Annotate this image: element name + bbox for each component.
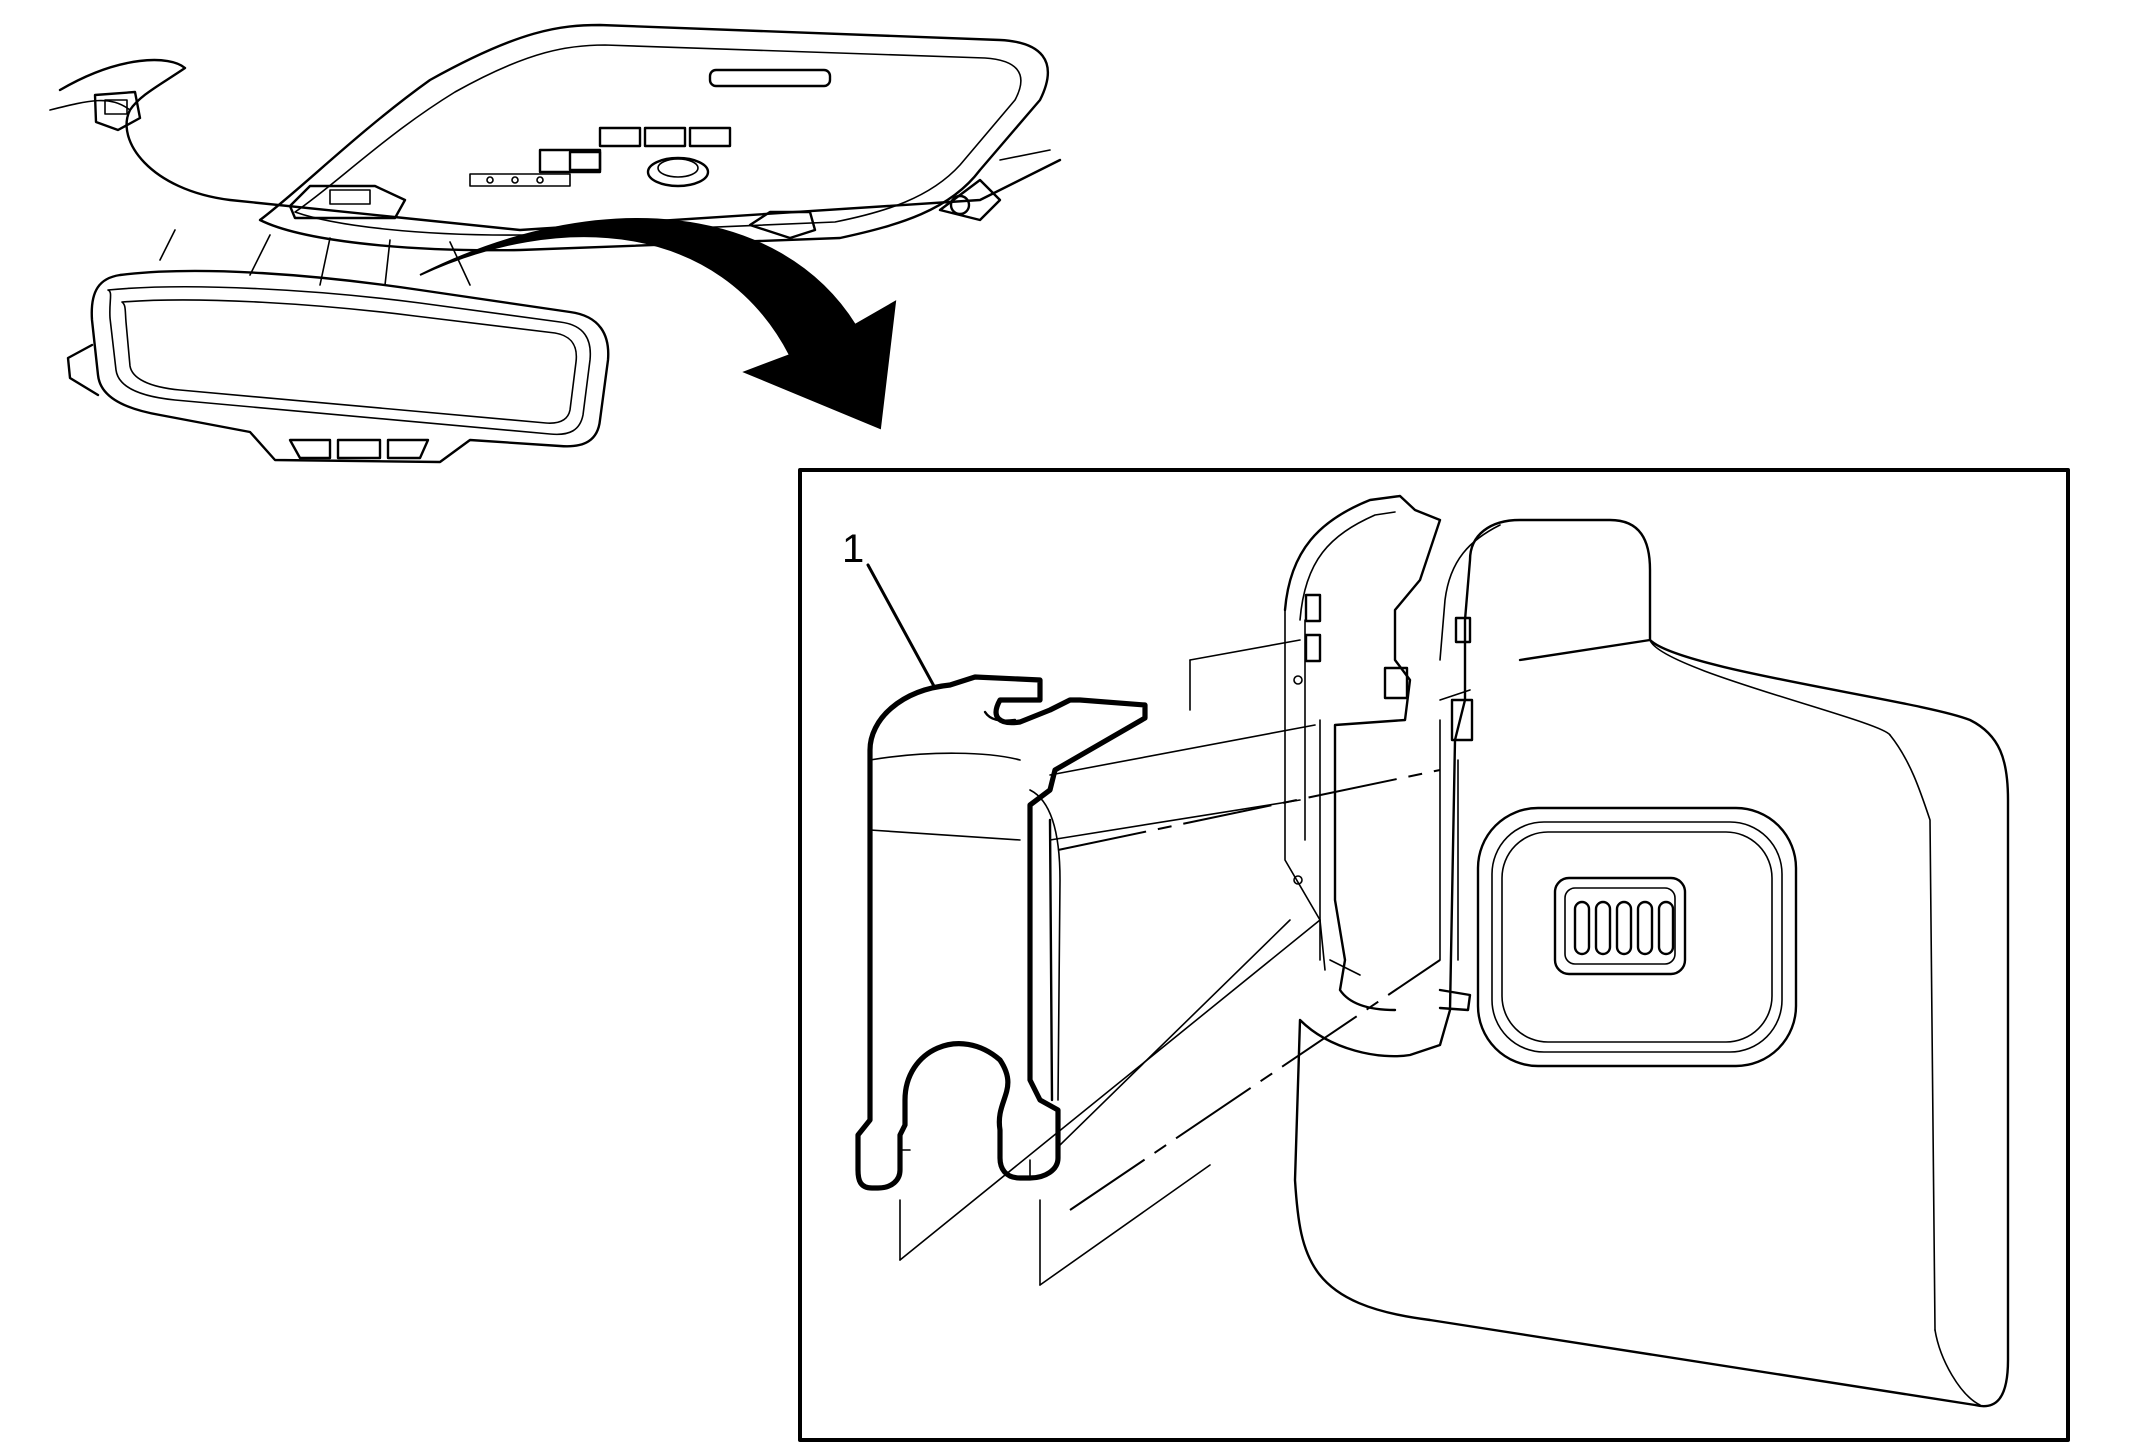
- rearview-mirror: [66, 269, 610, 464]
- callout-1: 1: [842, 527, 937, 690]
- callout-label-1: 1: [842, 527, 864, 571]
- cover-part-1: [855, 674, 1148, 1191]
- mirror-body-back: [1293, 518, 2010, 1408]
- removal-arrow: [419, 218, 897, 430]
- alignment-lines: [899, 639, 1441, 1286]
- overhead-console: [49, 23, 1062, 286]
